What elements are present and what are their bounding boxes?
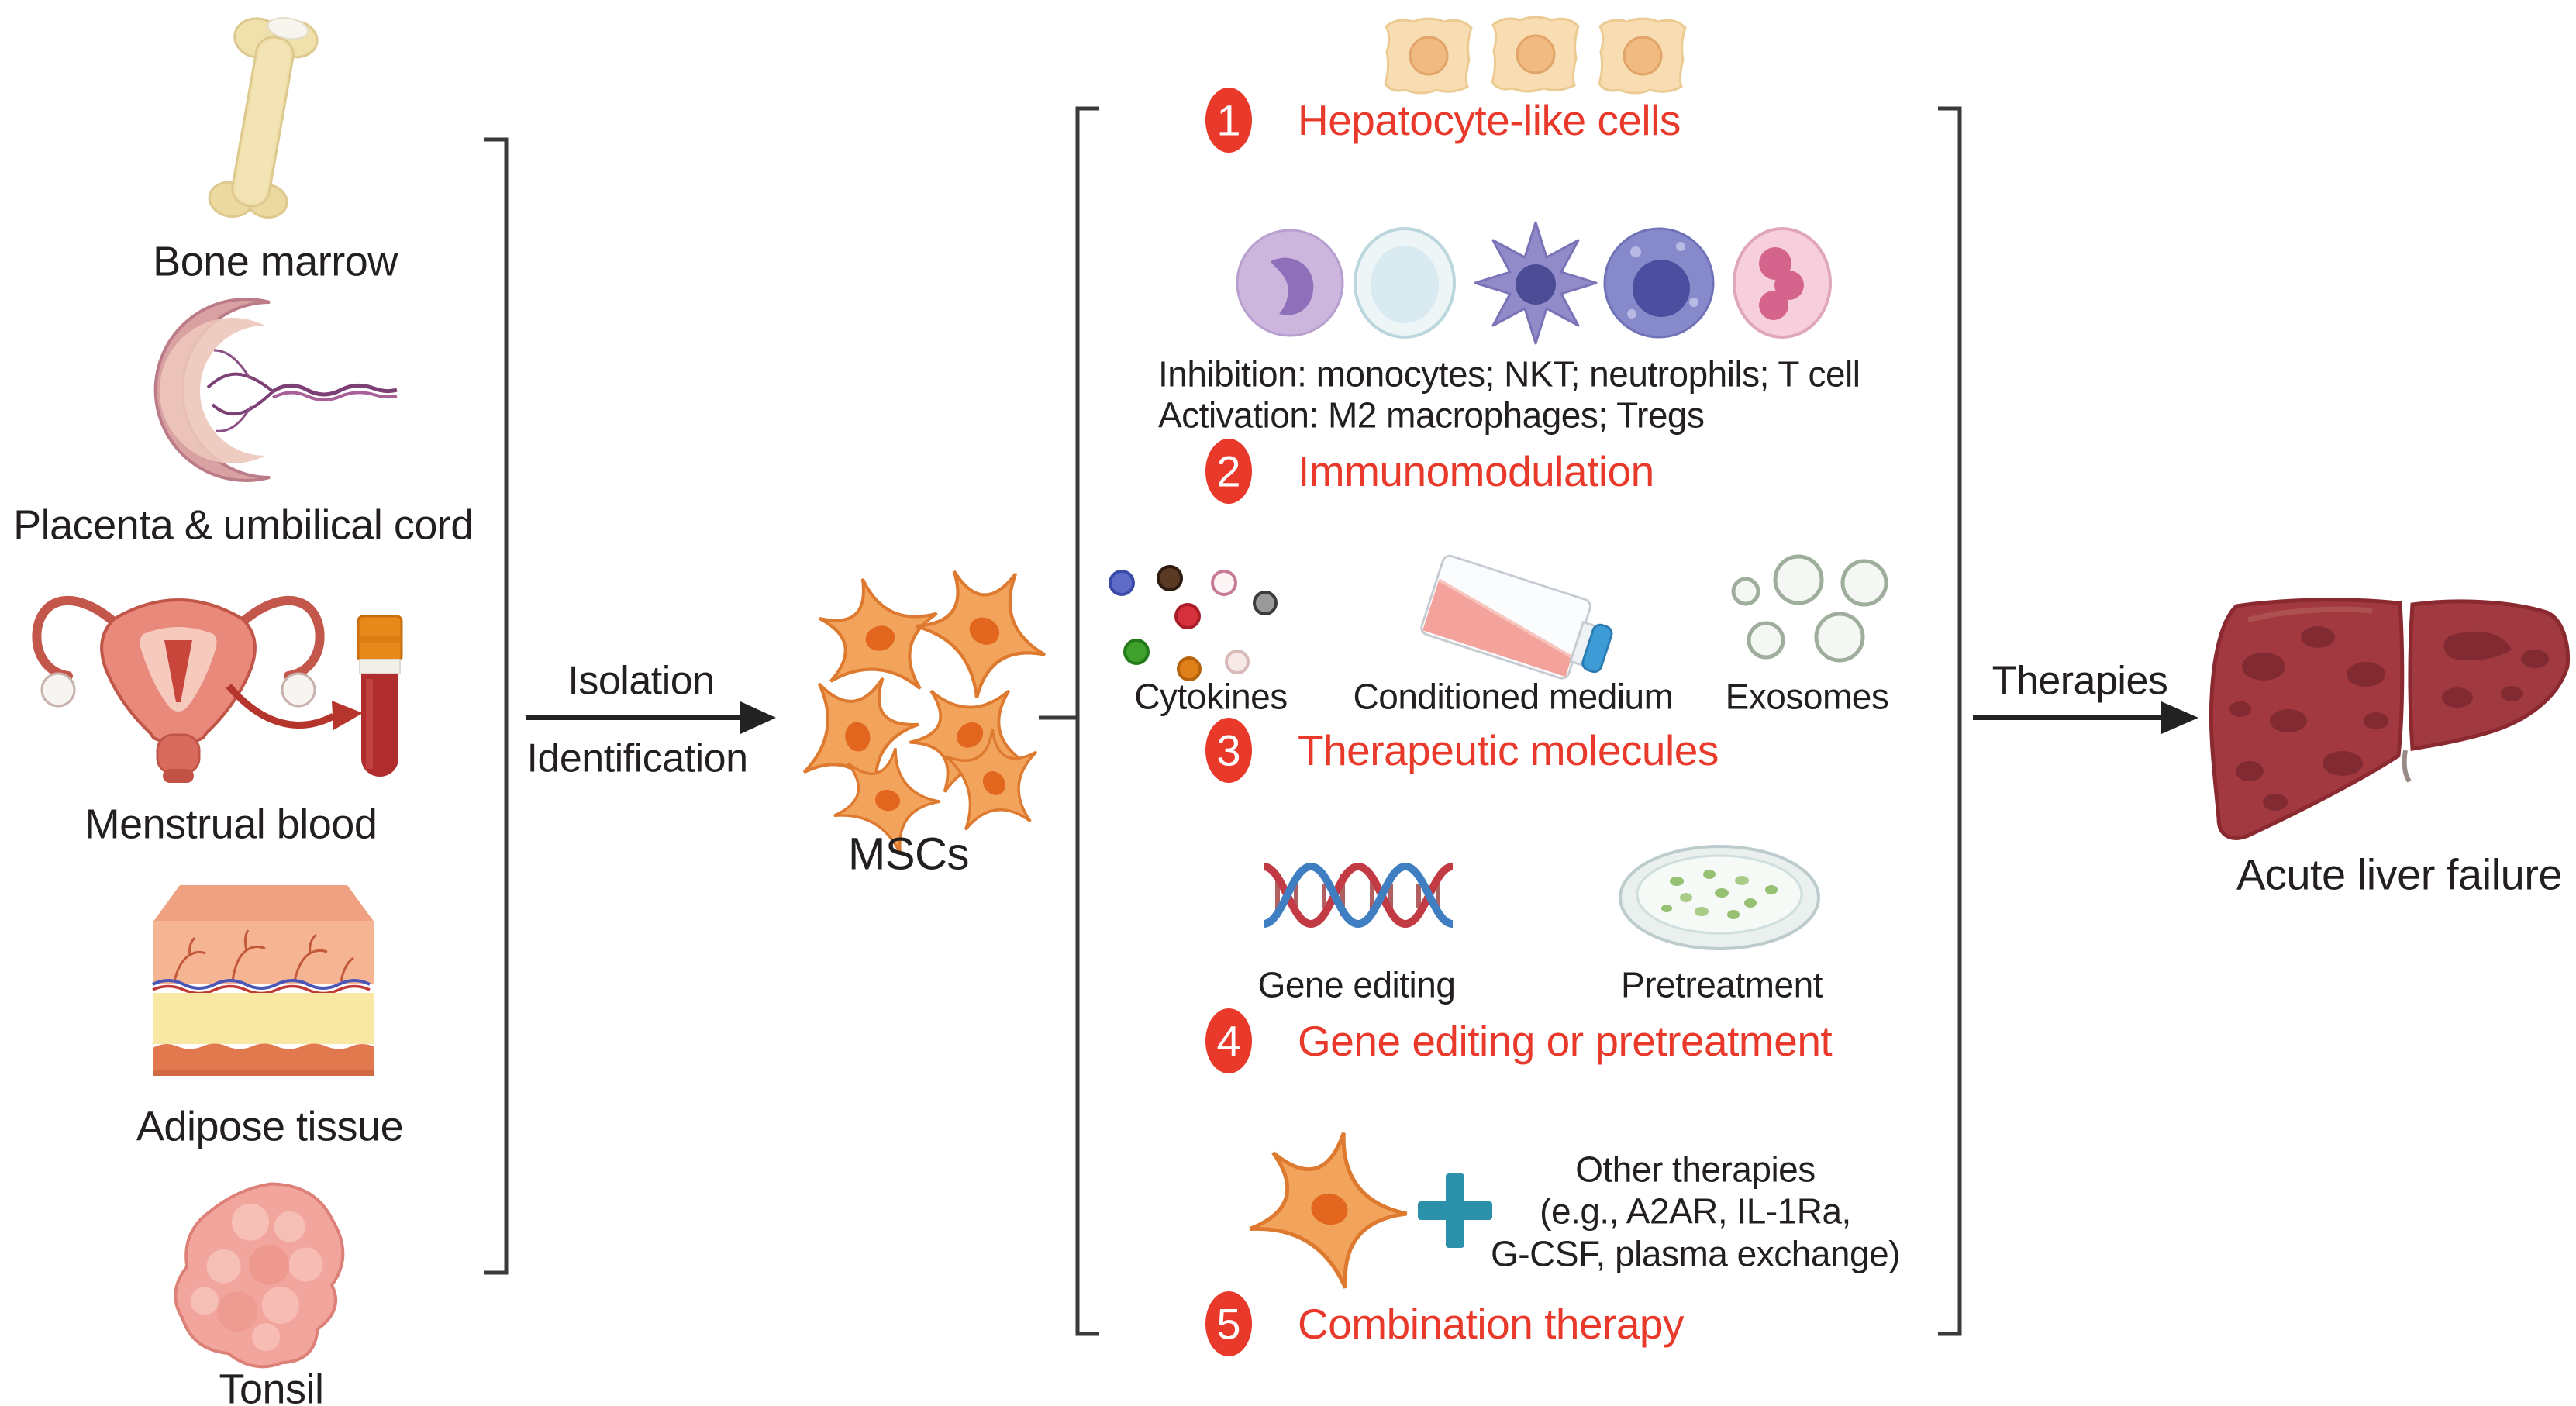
treg-cell-icon bbox=[1733, 227, 1832, 339]
title-hepatocyte-like-cells: Hepatocyte-like cells bbox=[1298, 95, 1681, 144]
blood-draw-arrow bbox=[226, 684, 363, 730]
mechanisms-right-bracket bbox=[1938, 106, 1962, 1336]
therapies-arrow bbox=[1973, 701, 2198, 734]
label-cytokines: Cytokines bbox=[1134, 676, 1288, 717]
liver-icon bbox=[2209, 598, 2571, 840]
label-inhibition: Inhibition: monocytes; NKT; neutrophils;… bbox=[1158, 353, 1860, 395]
monocyte-icon bbox=[1236, 229, 1344, 337]
other-therapies-line2: (e.g., A2AR, IL-1Ra, bbox=[1540, 1191, 1851, 1232]
bone-icon bbox=[208, 17, 319, 219]
title-gene-editing-or-pretreatment: Gene editing or pretreatment bbox=[1298, 1016, 1833, 1065]
title-therapeutic-molecules: Therapeutic molecules bbox=[1298, 725, 1719, 774]
dna-gene-editing-icon bbox=[1262, 862, 1454, 929]
macrophage-icon bbox=[1603, 227, 1715, 339]
blood-tube-icon bbox=[357, 615, 403, 777]
sources-bracket bbox=[484, 137, 509, 1275]
hepatocyte-cells-icon bbox=[1384, 16, 1687, 95]
badge-5-number: 5 bbox=[1216, 1299, 1241, 1349]
title-immunomodulation: Immunomodulation bbox=[1298, 446, 1654, 495]
badge-3 bbox=[1205, 718, 1252, 783]
isolation-arrow bbox=[526, 701, 776, 734]
badge-5 bbox=[1205, 1291, 1252, 1356]
label-adipose: Adipose tissue bbox=[136, 1103, 404, 1150]
msc-cells-icon bbox=[788, 544, 1072, 860]
label-activation: Activation: M2 macrophages; Tregs bbox=[1158, 395, 1705, 436]
placenta-icon bbox=[153, 298, 398, 482]
badge-1 bbox=[1205, 88, 1252, 153]
label-acute-liver-failure: Acute liver failure bbox=[2236, 849, 2563, 899]
label-conditioned-medium: Conditioned medium bbox=[1353, 676, 1674, 717]
title-combination-therapy: Combination therapy bbox=[1298, 1299, 1685, 1348]
label-bone-marrow: Bone marrow bbox=[153, 238, 398, 285]
adipose-tissue-icon bbox=[152, 885, 374, 1076]
badge-2 bbox=[1205, 439, 1252, 504]
other-therapies-line3: G-CSF, plasma exchange) bbox=[1491, 1233, 1900, 1274]
badge-4 bbox=[1205, 1008, 1252, 1073]
label-isolation: Isolation bbox=[567, 658, 715, 704]
uterus-icon bbox=[32, 595, 325, 783]
badge-4-number: 4 bbox=[1216, 1016, 1241, 1066]
petri-dish-icon bbox=[1619, 845, 1820, 950]
label-other-therapies: Other therapies (e.g., A2AR, IL-1Ra, G-C… bbox=[1491, 1149, 1900, 1275]
plus-icon bbox=[1418, 1173, 1492, 1248]
badge-2-number: 2 bbox=[1216, 446, 1241, 496]
culture-flask-icon bbox=[1420, 554, 1613, 680]
label-mscs: MSCs bbox=[848, 829, 969, 880]
mechanisms-left-bracket bbox=[1075, 106, 1099, 1336]
label-exosomes: Exosomes bbox=[1725, 676, 1889, 717]
badge-1-number: 1 bbox=[1216, 95, 1241, 145]
label-gene-editing: Gene editing bbox=[1257, 964, 1456, 1005]
label-placenta: Placenta & umbilical cord bbox=[13, 501, 474, 549]
label-therapies: Therapies bbox=[1991, 658, 2168, 704]
label-tonsil: Tonsil bbox=[219, 1366, 324, 1406]
badge-3-number: 3 bbox=[1216, 725, 1241, 775]
other-therapies-line1: Other therapies bbox=[1575, 1149, 1816, 1190]
neutrophil-icon bbox=[1474, 221, 1598, 345]
msc-cell-icon bbox=[1242, 1118, 1420, 1297]
cytokines-icon bbox=[1109, 565, 1278, 681]
nkt-cell-icon bbox=[1354, 227, 1456, 339]
exosomes-icon bbox=[1731, 554, 1888, 663]
label-pretreatment: Pretreatment bbox=[1621, 964, 1823, 1005]
label-identification: Identification bbox=[526, 736, 748, 781]
label-menstrual-blood: Menstrual blood bbox=[84, 801, 378, 848]
tonsil-icon bbox=[174, 1182, 345, 1369]
